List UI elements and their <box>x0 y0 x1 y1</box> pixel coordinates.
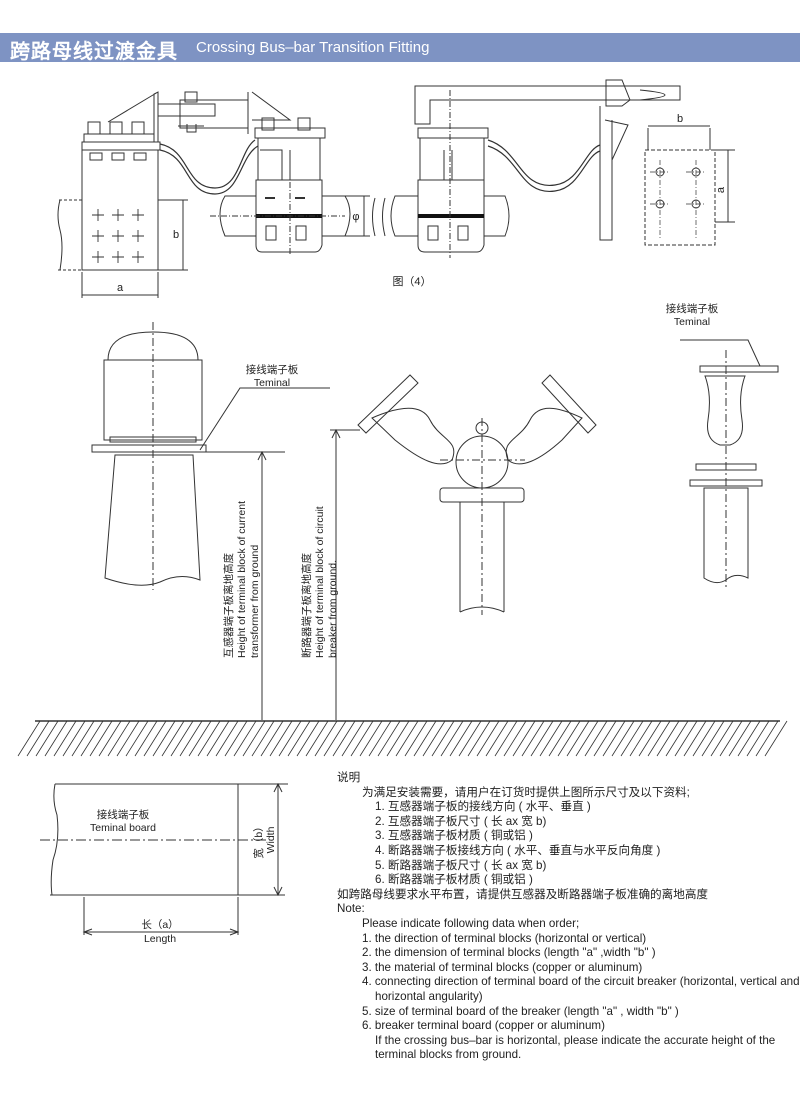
circuit-breaker-drawing <box>330 374 597 720</box>
title-en: Crossing Bus–bar Transition Fitting <box>196 39 430 56</box>
length-label-en: Length <box>144 933 176 945</box>
notes-en-item: 6. breaker terminal board (copper or alu… <box>362 1019 605 1033</box>
ct-height-dimension <box>200 450 285 720</box>
length-label-cn: 长（a） <box>141 919 178 931</box>
notes-cn-item: 3. 互感器端子板材质 ( 铜或铝 ) <box>375 829 533 843</box>
notes-cn-item: 5. 断路器端子板尺寸 ( 长 ax 宽 b) <box>375 858 547 872</box>
svg-text:transformer from ground: transformer from ground <box>249 545 261 658</box>
cb-height-label: 断路器端子板离地高度 Height of terminal block of c… <box>300 506 339 658</box>
title-cn: 跨路母线过渡金具 <box>10 39 178 63</box>
notes-cn-heading: 说明 <box>337 771 361 784</box>
dim-phi-label: φ <box>352 211 359 223</box>
svg-text:breaker from ground.: breaker from ground. <box>327 560 339 658</box>
notes-cn-item: 4. 断路器端子板接线方向 ( 水平、垂直与水平反向角度 ) <box>375 843 661 857</box>
notes-en-intro: Please indicate following data when orde… <box>362 916 580 930</box>
terminal-board-dimension-drawing <box>40 782 288 936</box>
grid-dim-b: b <box>677 113 683 125</box>
terminal-label-cn-right: 接线端子板 <box>666 302 719 315</box>
svg-text:Height of terminal block of cu: Height of terminal block of current <box>236 501 248 658</box>
ct-height-label: 互感器端子板离地高度 Height of terminal block of c… <box>222 501 261 658</box>
title-bar: 跨路母线过渡金具 Crossing Bus–bar Transition Fit… <box>0 33 800 63</box>
current-transformer-drawing <box>91 322 330 590</box>
notes-en-item: 5. size of terminal board of the breaker… <box>362 1004 679 1018</box>
svg-text:断路器端子板离地高度: 断路器端子板离地高度 <box>300 553 313 658</box>
figure-caption: 图（4） <box>392 275 431 288</box>
notes-en-footer: If the crossing bus–bar is horizontal, p… <box>375 1033 776 1062</box>
svg-text:Width: Width <box>265 826 277 853</box>
dim-b-label: b <box>173 229 179 241</box>
grid-dim-a: a <box>715 186 727 193</box>
notes-en-item: 2. the dimension of terminal blocks (len… <box>362 946 656 960</box>
board-label-en: Teminal board <box>90 822 156 834</box>
width-label: 宽（b） Width <box>252 821 277 858</box>
notes-cn-item: 2. 互感器端子板尺寸 ( 长 ax 宽 b) <box>375 814 547 828</box>
svg-text:互感器端子板离地高度: 互感器端子板离地高度 <box>222 553 235 658</box>
notes-section: 说明 为满足安装需要，请用户在订货时提供上图所示尺寸及以下资料; 1. 互感器端… <box>337 771 800 1063</box>
notes-en-item: 3. the material of terminal blocks (copp… <box>362 960 643 974</box>
terminal-label-en-ct: Teminal <box>254 377 290 389</box>
dim-a-label: a <box>117 282 124 294</box>
notes-en-item: 1. the direction of terminal blocks (hor… <box>362 931 647 945</box>
hole-grid-drawing <box>644 125 735 246</box>
svg-text:宽（b）: 宽（b） <box>252 821 265 858</box>
notes-cn-item: 6. 断路器端子板材质 ( 铜或铝 ) <box>375 873 533 887</box>
ground-line <box>17 720 788 757</box>
svg-text:Height of terminal block of ci: Height of terminal block of circuit <box>314 506 326 658</box>
terminal-plate-drawing <box>57 91 386 298</box>
clamp-side-view <box>390 79 681 258</box>
right-insulator-drawing <box>680 339 779 590</box>
terminal-label-en-right: Teminal <box>674 316 710 328</box>
notes-en-heading: Note: <box>337 902 365 916</box>
notes-cn-intro: 为满足安装需要，请用户在订货时提供上图所示尺寸及以下资料; <box>362 785 690 799</box>
notes-cn-item: 1. 互感器端子板的接线方向 ( 水平、垂直 ) <box>375 800 591 814</box>
terminal-label-cn-ct: 接线端子板 <box>246 363 299 376</box>
notes-en-item: 4. connecting direction of terminal boar… <box>362 975 800 1003</box>
notes-cn-footer: 如跨路母线要求水平布置，请提供互感器及断路器端子板准确的离地高度 <box>337 887 709 901</box>
board-label-cn: 接线端子板 <box>97 808 150 821</box>
